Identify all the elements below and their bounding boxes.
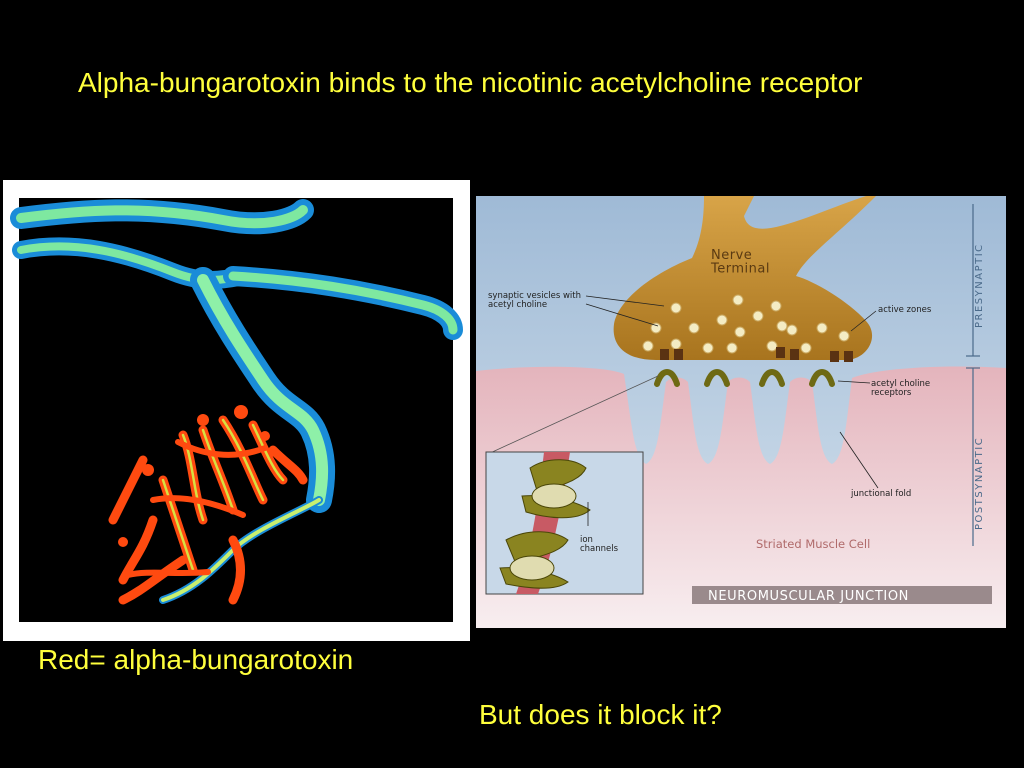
caption-question: But does it block it? [479, 699, 722, 730]
active-zones-label: active zones [878, 305, 932, 315]
fluorescence-micrograph [3, 180, 470, 641]
slide-title: Alpha-bungarotoxin binds to the nicotini… [78, 67, 863, 98]
ion-channel-proteins [499, 459, 591, 589]
synaptic-vesicles [642, 294, 850, 354]
caption-toxin-legend: Red= alpha-bungarotoxin [38, 644, 354, 675]
acetylcholine-receptors [654, 369, 835, 387]
active-zones [660, 347, 853, 362]
title-banner: NEUROMUSCULAR JUNCTION [692, 586, 992, 604]
junctional-fold-label: junctional fold [850, 489, 911, 499]
nerve-terminal [613, 196, 876, 360]
postsynaptic-bracket: POSTSYNAPTIC [966, 367, 985, 546]
alpha-bungarotoxin-labeling [108, 405, 308, 605]
presynaptic-label: PRESYNAPTIC [974, 243, 985, 328]
label-pointers [585, 295, 879, 489]
presynaptic-bracket: PRESYNAPTIC [966, 204, 985, 357]
striated-muscle-cell-label: Striated Muscle Cell [756, 537, 870, 551]
neuromuscular-junction-title: NEUROMUSCULAR JUNCTION [708, 589, 909, 604]
nerve-axon-bundle [10, 199, 463, 604]
postsynaptic-label: POSTSYNAPTIC [974, 437, 985, 530]
